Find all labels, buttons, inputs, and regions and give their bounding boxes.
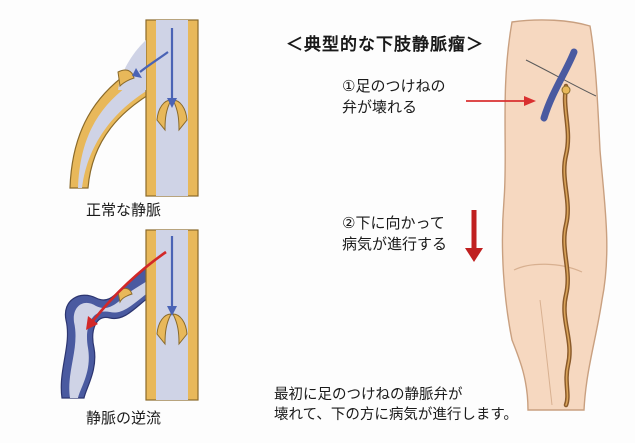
normal-vein-diagram bbox=[70, 20, 198, 196]
step1-label-line1: ①足のつけねの bbox=[342, 75, 445, 96]
normal-vein-caption: 正常な静脈 bbox=[86, 199, 161, 220]
step2-down-arrowhead bbox=[465, 248, 483, 262]
step1-label-line2: 弁が壊れる bbox=[342, 96, 417, 117]
step2-label-line1: ②下に向かって bbox=[342, 212, 445, 233]
leg-illustration bbox=[502, 20, 606, 410]
leg-junction-valve bbox=[562, 86, 570, 94]
reflux-vein-diagram bbox=[61, 230, 198, 400]
figure-title: ＜典型的な下肢静脈瘤＞ bbox=[286, 30, 484, 55]
reflux-vein-caption: 静脈の逆流 bbox=[86, 407, 161, 428]
footnote-line1: 最初に足のつけねの静脈弁が bbox=[274, 383, 463, 404]
leg-silhouette bbox=[502, 20, 606, 410]
footnote-line2: 壊れて、下の方に病気が進行します。 bbox=[274, 403, 518, 424]
step2-label-line2: 病気が進行する bbox=[342, 233, 447, 254]
